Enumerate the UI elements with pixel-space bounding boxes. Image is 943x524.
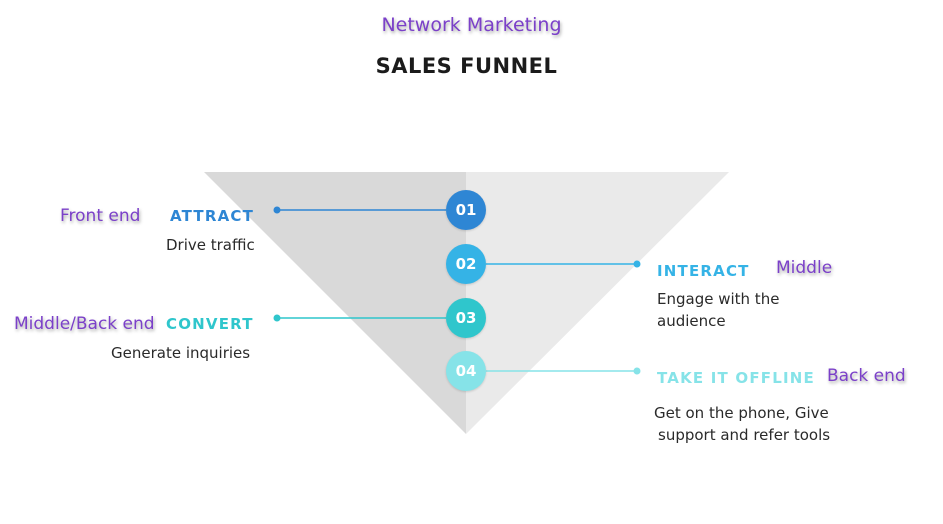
step-4-title: TAKE IT OFFLINE — [657, 369, 815, 387]
funnel-right-half — [466, 172, 729, 434]
step-1-description-line: Drive traffic — [166, 236, 255, 254]
step-1-description: Drive traffic — [166, 234, 255, 256]
step-4-annotation: Back end — [827, 366, 906, 386]
step-2-title: INTERACT — [657, 262, 750, 280]
connector-dot-4 — [633, 367, 641, 375]
step-2-annotation: Middle — [776, 258, 833, 278]
connector-dot-1 — [273, 206, 281, 214]
step-1-annotation: Front end — [60, 206, 141, 226]
step-4-description-line: support and refer tools — [658, 426, 831, 444]
step-4-description: Get on the phone, Give support and refer… — [654, 402, 830, 446]
step-4-description-line: Get on the phone, Give — [654, 404, 829, 422]
step-2-description-line: audience — [657, 312, 726, 330]
diagram-subtitle: SALES FUNNEL — [375, 54, 558, 78]
connector-dot-2 — [633, 260, 641, 268]
diagram-title: Network Marketing — [381, 14, 562, 36]
step-3-description: Generate inquiries — [111, 342, 250, 364]
step-2-description: Engage with the audience — [657, 288, 779, 332]
step-3-description-line: Generate inquiries — [111, 344, 251, 362]
step-badge-1: 01 — [446, 190, 486, 230]
step-2-description-line: Engage with the — [657, 290, 780, 308]
step-badge-2: 02 — [446, 244, 486, 284]
step-badge-4: 04 — [446, 351, 486, 391]
step-badge-3: 03 — [446, 298, 486, 338]
step-3-title: CONVERT — [166, 315, 254, 333]
connector-dot-3 — [273, 314, 281, 322]
step-3-annotation: Middle/Back end — [14, 314, 155, 334]
step-1-title: ATTRACT — [170, 207, 255, 225]
funnel-left-half — [204, 172, 466, 434]
